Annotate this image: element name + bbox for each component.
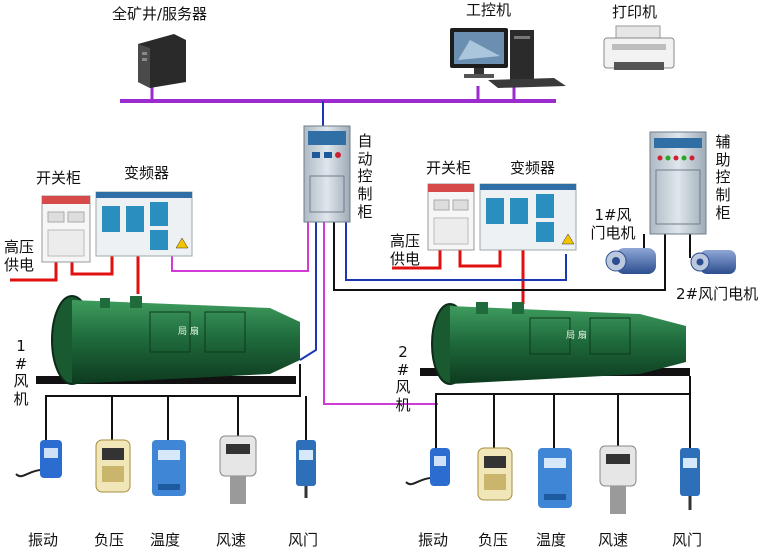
- industrial-pc-icon: [450, 28, 566, 88]
- sensor-1-damper-label: 风门: [288, 531, 319, 549]
- vfd-2-label: 变频器: [510, 159, 556, 177]
- printer-icon: [603, 25, 675, 70]
- sensor-1-vibration-label: 振动: [28, 531, 59, 549]
- signal-lines: [171, 220, 438, 405]
- vfd-1-label: 变频器: [124, 164, 170, 182]
- ipc-label: 工控机: [466, 1, 512, 19]
- wind-speed-sensor-2-icon: [599, 445, 637, 514]
- sensor-1-windspeed-label: 风速: [216, 531, 247, 549]
- hv-supply-2-label: 高压供电: [389, 232, 420, 268]
- network-bus: [120, 82, 556, 126]
- auto-cabinet-label: 自动控制柜: [357, 132, 373, 221]
- damper-motor-2-label: 2#风门电机: [676, 285, 759, 303]
- aux-control-cabinet: [649, 131, 707, 235]
- printer-label: 打印机: [612, 3, 658, 21]
- damper-motor-1-label: 1#风门电机: [590, 206, 636, 242]
- sensor-2-damper-label: 风门: [672, 531, 703, 549]
- fan-1: 局 扇: [36, 295, 300, 385]
- sensor-2-pressure-label: 负压: [478, 531, 509, 549]
- fan-2: 局 扇: [420, 302, 690, 385]
- damper-sensor-2-icon: [680, 448, 700, 510]
- fan-1-plate: 局 扇: [178, 325, 199, 337]
- wind-speed-sensor-1-icon: [219, 435, 257, 504]
- switch-cabinet-2: [427, 183, 475, 251]
- vibration-sensor-1-icon: [15, 440, 62, 478]
- switch-cabinet-2-label: 开关柜: [426, 159, 472, 177]
- aux-cabinet-label: 辅助控制柜: [715, 133, 731, 222]
- pressure-sensor-1-icon: [95, 439, 131, 493]
- temperature-sensor-1-icon: [152, 440, 186, 496]
- sensor-lines-2: [435, 376, 691, 448]
- control-lines: [299, 222, 691, 361]
- hv-supply-1-label: 高压供电: [3, 238, 34, 274]
- auto-control-cabinet: [303, 125, 351, 223]
- sensor-1-temperature-label: 温度: [150, 531, 181, 549]
- pressure-sensor-2-icon: [477, 447, 513, 501]
- sensor-2-temperature-label: 温度: [536, 531, 567, 549]
- switch-cabinet-1-label: 开关柜: [36, 169, 82, 187]
- sensor-1-pressure-label: 负压: [94, 531, 125, 549]
- fan-2-label: 2#风机: [395, 343, 411, 415]
- sensor-lines-1: [45, 364, 307, 440]
- damper-sensor-1-icon: [296, 440, 316, 498]
- damper-motor-2-icon: [690, 250, 736, 274]
- server-tower-icon: [138, 34, 186, 88]
- fan-2-plate: 局 扇: [566, 329, 587, 341]
- power-lines: [10, 250, 525, 304]
- fan-1-label: 1#风机: [13, 337, 29, 409]
- sensor-2-vibration-label: 振动: [418, 531, 449, 549]
- damper-motor-1-icon: [605, 248, 656, 274]
- vfd-1: [95, 191, 193, 257]
- server-label: 全矿井/服务器: [112, 5, 208, 23]
- sensor-2-windspeed-label: 风速: [598, 531, 629, 549]
- temperature-sensor-2-icon: [538, 448, 572, 508]
- vibration-sensor-2-icon: [405, 448, 450, 486]
- switch-cabinet-1: [41, 195, 91, 263]
- vfd-2: [479, 183, 577, 251]
